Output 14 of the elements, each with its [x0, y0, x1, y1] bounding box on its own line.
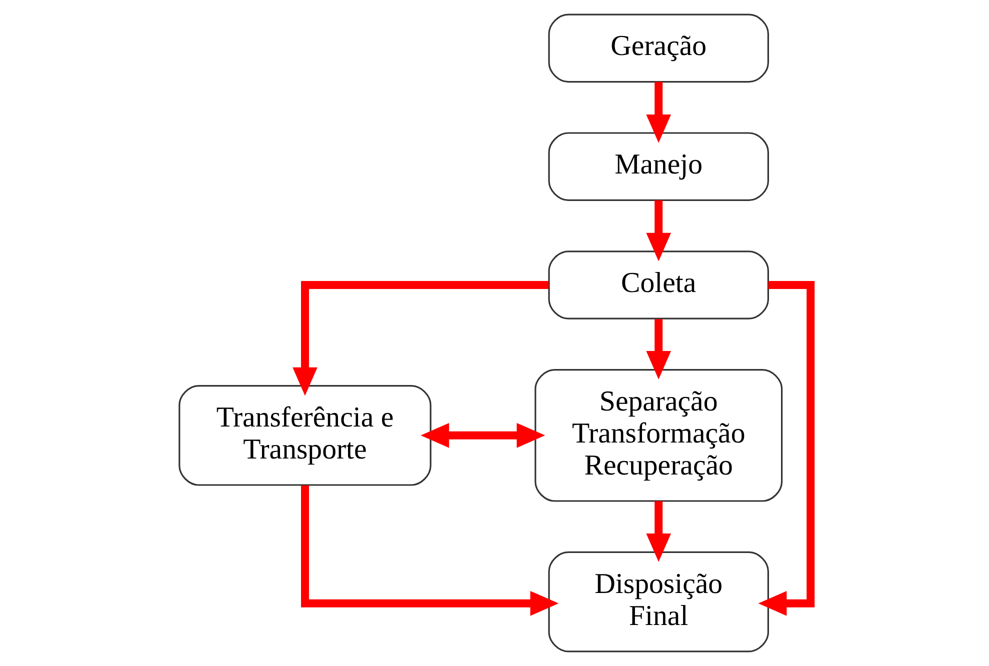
node-box: Transferência e Transporte — [178, 385, 431, 486]
arrow — [292, 281, 548, 396]
node-box: Geração — [548, 14, 768, 83]
node-box: Coleta — [548, 250, 768, 320]
node-box: Manejo — [548, 132, 768, 201]
arrow — [420, 422, 545, 448]
arrow — [646, 82, 671, 143]
arrow — [758, 281, 814, 616]
node-box: Separação Transformação Recuperação — [534, 369, 782, 502]
arrow — [646, 319, 671, 380]
node-box: Disposição Final — [548, 551, 768, 652]
arrow — [300, 485, 558, 616]
arrow — [646, 200, 671, 262]
arrow — [646, 501, 671, 562]
